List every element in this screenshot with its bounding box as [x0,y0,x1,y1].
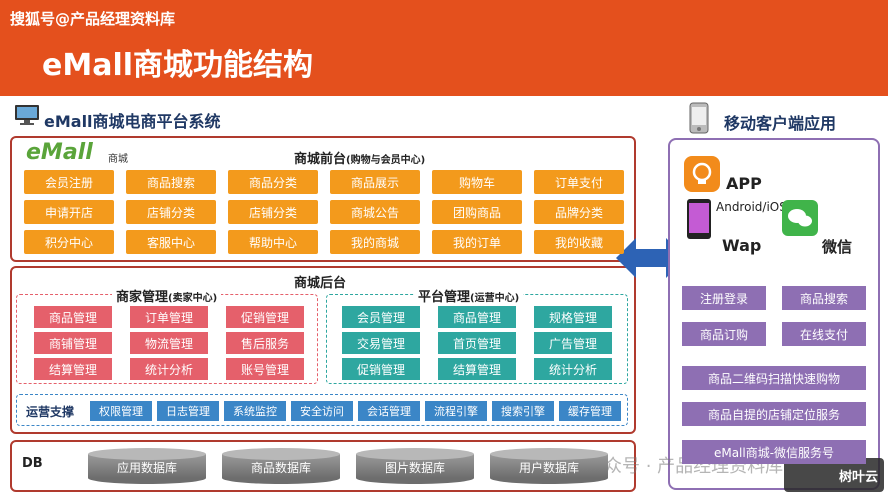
database-cylinder: 应用数据库 [88,448,206,484]
merchant-button[interactable]: 物流管理 [130,332,208,354]
front-box [10,136,636,262]
watermark-top: 搜狐号@产品经理资料库 [10,10,176,28]
front-button[interactable]: 会员注册 [24,170,114,194]
front-button[interactable]: 品牌分类 [534,200,624,224]
front-button[interactable]: 我的商城 [330,230,420,254]
front-button[interactable]: 我的订单 [432,230,522,254]
platform-admin-button[interactable]: 交易管理 [342,332,420,354]
tablet-icon [686,198,712,240]
mobile-button[interactable]: 商品订购 [682,322,766,346]
front-button[interactable]: 客服中心 [126,230,216,254]
merchant-button[interactable]: 商铺管理 [34,332,112,354]
database-cylinder: 用户数据库 [490,448,608,484]
page-title: eMall商城功能结构 [42,48,314,83]
wechat-label: 微信 [822,238,853,256]
platform-admin-button[interactable]: 促销管理 [342,358,420,380]
ops-button[interactable]: 日志管理 [157,401,219,421]
mobile-button[interactable]: 注册登录 [682,286,766,310]
platform-admin-title: 平台管理(运营中心) [414,286,524,305]
merchant-button[interactable]: 促销管理 [226,306,304,328]
ops-button[interactable]: 安全访问 [291,401,353,421]
merchant-button[interactable]: 账号管理 [226,358,304,380]
back-title: 商城后台 [294,276,347,291]
mobile-button[interactable]: 商品自提的店铺定位服务 [682,402,866,426]
phone-icon [688,102,710,134]
front-button[interactable]: 申请开店 [24,200,114,224]
mobile-button[interactable]: 商品二维码扫描快速购物 [682,366,866,390]
wap-label: Wap [722,236,762,255]
mobile-button[interactable]: 商品搜索 [782,286,866,310]
emall-logo-sub: 商城 [108,154,128,165]
database-cylinder: 商品数据库 [222,448,340,484]
emall-logo: eMall [26,140,93,165]
computer-icon [14,104,40,125]
merchant-button[interactable]: 订单管理 [130,306,208,328]
front-button[interactable]: 店铺分类 [228,200,318,224]
mobile-button[interactable]: 在线支付 [782,322,866,346]
platform-admin-button[interactable]: 首页管理 [438,332,516,354]
front-button[interactable]: 购物车 [432,170,522,194]
front-button[interactable]: 帮助中心 [228,230,318,254]
platform-admin-button[interactable]: 结算管理 [438,358,516,380]
ops-title: 运营支撑 [26,405,75,419]
ops-area [16,394,628,426]
front-button[interactable]: 商品搜索 [126,170,216,194]
front-button[interactable]: 商城公告 [330,200,420,224]
app-label: APP [726,174,762,193]
front-button[interactable]: 我的收藏 [534,230,624,254]
merchant-title: 商家管理(卖家中心) [112,286,222,305]
database-cylinder: 图片数据库 [356,448,474,484]
db-title: DB [22,456,43,471]
ops-button[interactable]: 缓存管理 [559,401,621,421]
header-banner [0,0,888,96]
database-label: 图片数据库 [384,461,445,475]
platform-admin-button[interactable]: 广告管理 [534,332,612,354]
platform-admin-button[interactable]: 商品管理 [438,306,516,328]
database-label: 商品数据库 [250,461,311,475]
ops-button[interactable]: 搜索引擎 [492,401,554,421]
platform-admin-button[interactable]: 统计分析 [534,358,612,380]
app-icon [684,156,720,192]
front-button[interactable]: 商品分类 [228,170,318,194]
merchant-button[interactable]: 售后服务 [226,332,304,354]
wechat-icon [782,200,818,236]
front-button[interactable]: 店铺分类 [126,200,216,224]
front-button[interactable]: 积分中心 [24,230,114,254]
front-button[interactable]: 团购商品 [432,200,522,224]
platform-admin-button[interactable]: 会员管理 [342,306,420,328]
corner-logo-text: 树叶云 [838,469,878,485]
mobile-button[interactable]: eMall商城-微信服务号 [682,440,866,464]
ops-button[interactable]: 系统监控 [224,401,286,421]
merchant-button[interactable]: 结算管理 [34,358,112,380]
android-ios-label: Android/iOS [716,200,787,214]
ops-button[interactable]: 会话管理 [358,401,420,421]
front-button[interactable]: 商品展示 [330,170,420,194]
platform-admin-button[interactable]: 规格管理 [534,306,612,328]
ops-button[interactable]: 流程引擎 [425,401,487,421]
ops-button[interactable]: 权限管理 [90,401,152,421]
front-title: 商城前台(购物与会员中心) [294,152,426,167]
front-button[interactable]: 订单支付 [534,170,624,194]
platform-section-title: eMall商城电商平台系统 [44,112,221,131]
database-label: 应用数据库 [116,461,177,475]
database-label: 用户数据库 [518,461,579,475]
merchant-button[interactable]: 商品管理 [34,306,112,328]
mobile-section-title: 移动客户端应用 [724,114,837,133]
merchant-button[interactable]: 统计分析 [130,358,208,380]
mobile-box [668,138,880,490]
